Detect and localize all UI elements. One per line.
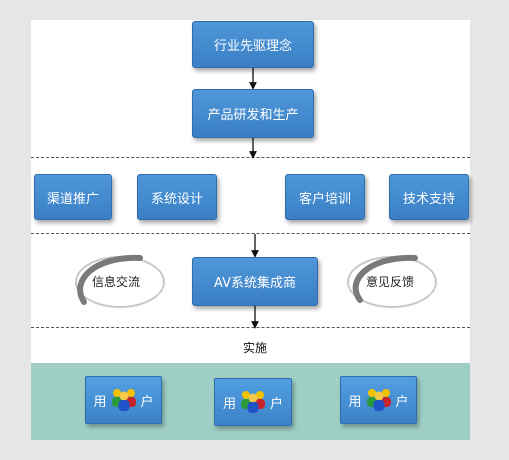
user-right-char: 户: [395, 394, 409, 410]
user-left-char: 用: [93, 394, 107, 410]
user-right-char: 户: [270, 396, 284, 412]
separator-2: [31, 233, 470, 234]
people-icon: [364, 385, 394, 415]
people-icon: [238, 387, 268, 417]
design-label: 系统设计: [150, 191, 203, 207]
channel-box: 渠道推广: [34, 174, 112, 220]
feedback-ellipse: [347, 254, 437, 308]
integrator-box: AV系统集成商: [192, 257, 318, 306]
feedback-label: 意见反馈: [366, 275, 415, 289]
info-exchange-label: 信息交流: [92, 275, 141, 289]
concept-box: 行业先驱理念: [192, 21, 314, 68]
support-label: 技术支持: [402, 191, 455, 207]
user-left-char: 用: [222, 396, 236, 412]
user-box-1: 用 户: [85, 376, 162, 424]
info-exchange-ellipse: [75, 254, 165, 308]
concept-label: 行业先驱理念: [213, 39, 292, 54]
user-box-2: 用 户: [214, 378, 292, 426]
people-icon: [109, 385, 139, 415]
separator-3: [31, 327, 470, 328]
implementation-label: 实施: [243, 341, 268, 355]
design-box: 系统设计: [137, 174, 217, 220]
channel-label: 渠道推广: [46, 191, 99, 207]
rnd-label: 产品研发和生产: [207, 108, 299, 123]
user-right-char: 户: [140, 394, 154, 410]
user-left-char: 用: [348, 394, 362, 410]
integrator-label: AV系统集成商: [214, 276, 296, 291]
training-label: 客户培训: [298, 191, 351, 207]
training-box: 客户培训: [285, 174, 365, 220]
rnd-box: 产品研发和生产: [192, 89, 314, 138]
user-box-3: 用 户: [340, 376, 417, 424]
support-box: 技术支持: [389, 174, 469, 220]
